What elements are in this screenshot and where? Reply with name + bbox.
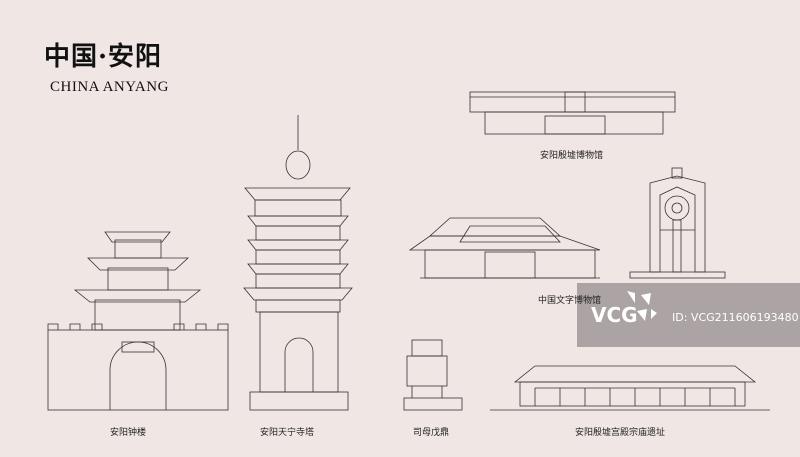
bell-tower-drawing — [47, 231, 229, 411]
yinxu-museum-drawing — [469, 91, 676, 135]
vcg-flower-icon — [627, 291, 657, 321]
landmark-label: 安阳天宁寺塔 — [260, 428, 315, 438]
tianning-pagoda-drawing — [243, 115, 353, 411]
landmark-label: 安阳殷墟宫殿宗庙遗址 — [575, 428, 666, 438]
monument-drawing — [629, 167, 726, 279]
watermark-logo: VCG — [591, 303, 638, 327]
landmark-label: 安阳殷墟博物馆 — [540, 151, 604, 161]
landmark-label: 司母戊鼎 — [413, 428, 450, 438]
watermark: VCG ID: VCG211606193480 — [577, 283, 800, 347]
watermark-id: ID: VCG211606193480 — [672, 311, 799, 324]
simuwu-ding-drawing — [403, 339, 463, 411]
title: 中国·安阳 — [44, 42, 163, 72]
subtitle: CHINA ANYANG — [50, 79, 169, 95]
palace-ruins-drawing — [490, 365, 770, 411]
writing-museum-drawing — [408, 217, 601, 279]
landmark-label: 安阳钟楼 — [110, 428, 147, 438]
landmark-label: 中国文字博物馆 — [538, 296, 602, 306]
